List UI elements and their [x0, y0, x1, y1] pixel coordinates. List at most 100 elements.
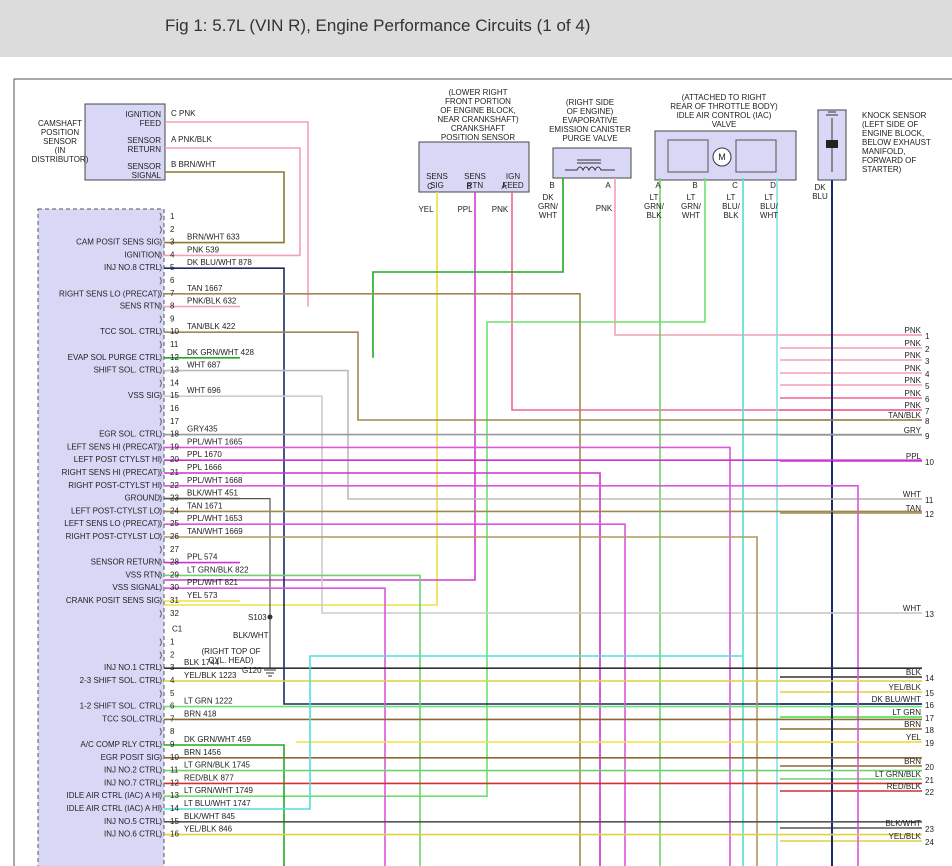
right-connector-pins: PNK1PNK2PNK3PNK4PNK5PNK6PNK7TAN/BLK8GRY9… [872, 326, 935, 847]
right-pin-wire-label: YEL/BLK [889, 832, 922, 841]
component-wire-label: BLK [646, 211, 662, 220]
pcm-pin-number: 16 [170, 404, 179, 413]
camshaft-label-line: POSITION [41, 128, 79, 137]
crank-pin-label: SENS [464, 172, 486, 181]
crank-pin-label: RTN [467, 181, 484, 190]
pcm-c1-wire-label: DK GRN/WHT 459 [184, 735, 252, 744]
pcm-pin-label: VSS RTN [125, 570, 160, 579]
pin-bracket: ) [159, 455, 162, 464]
pcm-pin-number: 5 [170, 263, 175, 272]
cam-sens-rtn-wire [165, 147, 301, 257]
right-pin-number: 22 [925, 788, 934, 797]
component-wire-label: A PNK/BLK [171, 135, 213, 144]
pin-bracket: ) [159, 638, 162, 647]
iac-motor-icon: M [667, 139, 777, 173]
pcm-c1-pin-number: 14 [170, 804, 179, 813]
right-pin-wire-label: TAN/BLK [888, 411, 921, 420]
component-pin-letter: C [427, 182, 433, 191]
pcm-pin-label: RIGHT POST-CTYLST HI [68, 481, 160, 490]
right-pin-wire-label: PNK [905, 339, 922, 348]
vss-wire [240, 395, 922, 614]
pcm-pin-number: 20 [170, 455, 179, 464]
evap-label-line: OF ENGINE) [567, 107, 614, 116]
component-wire-label: WHT [539, 211, 557, 220]
ground-icon [264, 669, 276, 677]
pin-bracket: ) [159, 391, 162, 400]
evap-label-line: EVAPORATIVE [562, 116, 617, 125]
pcm-pin-number: 26 [170, 532, 179, 541]
pcm-pin-number: 27 [170, 545, 179, 554]
component-wire-label: WHT [760, 211, 778, 220]
crank-label-line: POSITION SENSOR [441, 133, 515, 142]
pin-bracket: ) [159, 378, 162, 387]
right-pin-wire-label: BLK [906, 668, 922, 677]
right-pin-number: 1 [925, 332, 930, 341]
pcm-wire-label: GRY435 [187, 425, 218, 434]
iac-label-line: VALVE [712, 120, 737, 129]
pin-bracket: ) [159, 753, 162, 762]
right-pin-number: 13 [925, 610, 934, 619]
pcm-wire-label: YEL 573 [187, 591, 218, 600]
connector-c1-marker: C1 [172, 625, 183, 634]
pcm-pin-label: SENSOR RETURN [91, 558, 161, 567]
pcm-pin-label: RIGHT SENS LO (PRECAT) [59, 290, 160, 299]
pcm-c1-pin-label: INJ NO.7 CTRL [104, 778, 161, 787]
pcm-c1-pin-label: IDLE AIR CTRL (IAC) A HI [66, 791, 160, 800]
camshaft-pin-label: FEED [140, 119, 162, 128]
pcm-wire-label: PNK/BLK 632 [187, 297, 237, 306]
camshaft-pin-label: SIGNAL [132, 171, 162, 180]
pcm-pin-label: LEFT SENS LO (PRECAT) [64, 519, 160, 528]
splice-dot [267, 614, 273, 620]
pcm-c1-pin-label: A/C COMP RLY CTRL [80, 740, 160, 749]
pin-bracket: ) [159, 714, 162, 723]
component-pin-letter: B [692, 181, 697, 190]
pcm-pin-number: 14 [170, 378, 179, 387]
pcm-c1-pin-label: INJ NO.2 CTRL [104, 766, 161, 775]
pcm-pin-label: LEFT POST CTYLST HI [74, 455, 160, 464]
pcm-c1-wire-label: RED/BLK 877 [184, 773, 234, 782]
right-pin-number: 18 [925, 726, 934, 735]
pin-bracket: ) [159, 702, 162, 711]
pcm-pin-number: 12 [170, 353, 179, 362]
pcm-c1-pin-label: TCC SOL.CTRL [102, 714, 160, 723]
pcm-pin-label: CRANK POSIT SENS SIG [66, 596, 160, 605]
right-pin-number: 15 [925, 689, 934, 698]
right-pin-wire-label: LT GRN [892, 708, 921, 717]
pcm-wire-label: PPL/WHT 821 [187, 578, 239, 587]
pcm-pin-number: 23 [170, 494, 179, 503]
knock-label-line: ENGINE BLOCK, [862, 129, 924, 138]
pcm-pin-label: LEFT POST-CTYLST LO [71, 506, 160, 515]
pcm-c1-pin-number: 10 [170, 753, 179, 762]
right-pin-number: 9 [925, 432, 930, 441]
figure-title: Fig 1: 5.7L (VIN R), Engine Performance … [165, 16, 591, 35]
pcm-pin-number: 11 [170, 340, 179, 349]
right-pin-number: 11 [925, 496, 934, 505]
pcm-c1-pin-number: 1 [170, 638, 175, 647]
pcm-c1-pin-number: 13 [170, 791, 179, 800]
pin-bracket: ) [159, 570, 162, 579]
pcm-c1-wire-label: YEL/BLK 846 [184, 825, 233, 834]
pcm-c1-pin-number: 11 [170, 766, 179, 775]
right-pin-wire-label: PNK [905, 389, 922, 398]
pcm-pin-label: EGR SOL. CTRL [99, 430, 160, 439]
right-pin-wire-label: PNK [905, 326, 922, 335]
knock-label-line: (LEFT SIDE OF [862, 120, 918, 129]
pin-bracket: ) [159, 481, 162, 490]
pin-bracket: ) [159, 238, 162, 247]
right-pin-number: 20 [925, 763, 934, 772]
pcm-pin-number: 10 [170, 327, 179, 336]
pcm-wire-label: TAN/BLK 422 [187, 322, 236, 331]
pcm-c1-wire-label: LT BLU/WHT 1747 [184, 799, 251, 808]
tan-1667-wire [240, 293, 581, 866]
crank-label-line: OF ENGINE BLOCK, [440, 106, 516, 115]
pcm-box [37, 208, 165, 866]
crank-label-line: CRANKSHAFT [451, 124, 505, 133]
pcm-pin-label: TCC SOL. CTRL [100, 327, 161, 336]
component-wire-label: LT [765, 193, 774, 202]
pin-bracket: ) [159, 494, 162, 503]
pcm-c1-pin-label: EGR POSIT SIG [101, 753, 160, 762]
post-right-lo-wire [240, 536, 758, 866]
